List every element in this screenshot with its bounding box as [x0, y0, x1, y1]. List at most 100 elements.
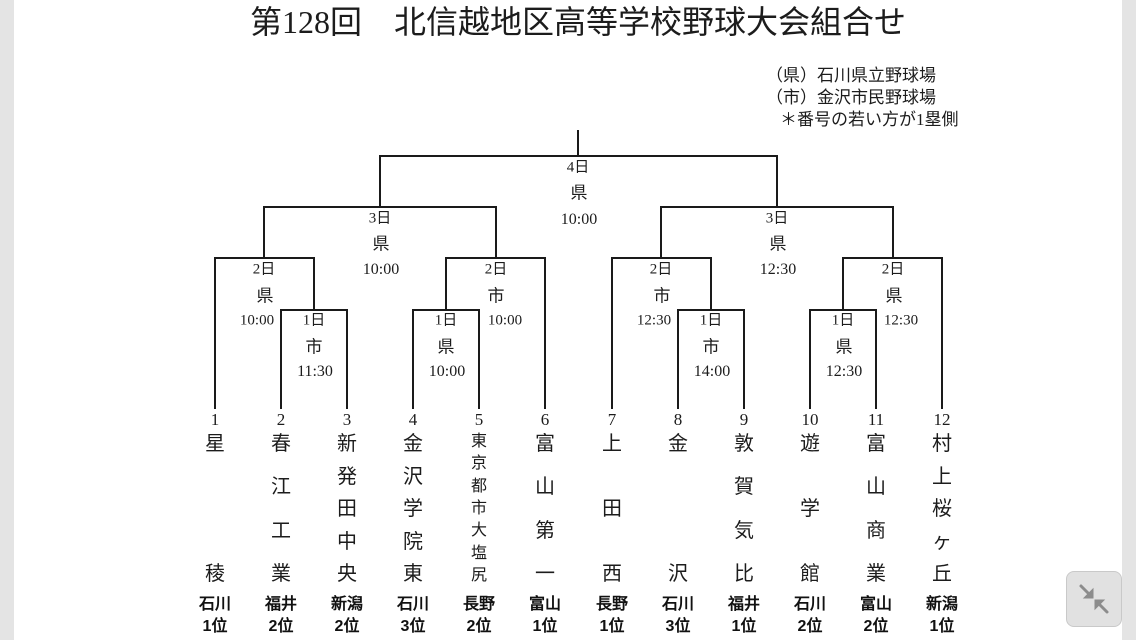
qf-1-venue: 県	[256, 286, 274, 306]
team-name-char: 大	[470, 522, 487, 540]
qf-1-time: 10:00	[239, 312, 275, 329]
team-name-char: 遊	[800, 433, 820, 455]
semi-right-time: 12:30	[759, 261, 797, 278]
team-name-char: 東	[403, 563, 423, 585]
bracket-line-qf-1	[214, 257, 315, 409]
team-name-char: 上	[932, 465, 952, 488]
team-column: 11 富山商業 富山 2位	[846, 0, 906, 640]
team-name: 上田西	[582, 434, 642, 584]
team-name-char: ヶ	[932, 530, 952, 553]
team-prefecture: 富山	[528, 596, 561, 613]
team-rank: 2位	[466, 618, 492, 635]
semi-right-day: 3日	[765, 210, 789, 227]
collapse-icon	[1079, 584, 1109, 614]
team-name-char: 山	[866, 476, 886, 499]
semi-left-venue: 県	[372, 234, 390, 254]
team-number: 5	[474, 410, 484, 429]
qf-3-venue: 市	[653, 286, 671, 306]
team-name: 敦賀気比	[714, 434, 774, 584]
bracket-line-semi-left	[263, 206, 497, 259]
team-prefecture: 富山	[859, 596, 892, 613]
team-rank: 3位	[665, 618, 691, 635]
team-name-char: 東	[470, 433, 487, 450]
bracket-line-semi-right	[660, 206, 894, 259]
team-name-char: 尻	[470, 566, 487, 584]
team-prefecture: 石川	[396, 596, 429, 613]
team-name-char: 塩	[470, 544, 487, 562]
team-number: 10	[801, 410, 819, 429]
r1-3-day: 1日	[699, 312, 723, 329]
final-time: 10:00	[560, 211, 598, 228]
team-name-char: 金	[403, 433, 423, 455]
team-name: 金沢	[648, 434, 708, 584]
team-rank: 3位	[400, 618, 426, 635]
document-page	[14, 0, 1122, 640]
team-rank: 1位	[532, 618, 558, 635]
team-prefecture: 石川	[661, 596, 694, 613]
bracket-line-r1-1	[280, 309, 348, 409]
team-rank: 1位	[599, 618, 625, 635]
team-rank: 2位	[863, 618, 889, 635]
team-number: 9	[739, 410, 749, 429]
team-rank: 2位	[334, 618, 360, 635]
team-name-char: 沢	[668, 563, 688, 585]
team-prefecture: 福井	[264, 596, 297, 613]
team-name: 新発田中央	[317, 434, 377, 584]
team-name-char: 丘	[932, 563, 952, 585]
team-name-char: 比	[734, 562, 754, 585]
team-name-char: 新	[337, 433, 357, 455]
exit-fullscreen-button[interactable]	[1066, 571, 1122, 627]
team-column: 2 春江工業 福井 2位	[251, 0, 311, 640]
team-name-char: 金	[668, 433, 688, 455]
semi-left-day: 3日	[368, 210, 392, 227]
team-column: 6 富山第一 富山 1位	[515, 0, 575, 640]
team-prefecture: 石川	[793, 596, 826, 613]
team-name-char: 館	[800, 563, 820, 585]
team-name-char: 山	[535, 476, 555, 499]
team-number: 2	[276, 410, 286, 429]
r1-1-time: 11:30	[297, 363, 333, 380]
team-column: 10 遊学館 石川 2位	[780, 0, 840, 640]
r1-1-day: 1日	[302, 312, 326, 329]
legend-city-stadium: （市）金沢市民野球場	[766, 88, 936, 107]
r1-1-venue: 市	[305, 337, 323, 357]
team-number: 1	[210, 410, 220, 429]
team-name-char: 都	[470, 477, 487, 495]
team-name-char: 稜	[205, 563, 225, 585]
team-name-char: 桜	[932, 498, 952, 520]
bracket-line-r1-4	[809, 309, 877, 409]
team-prefecture: 福井	[727, 596, 760, 613]
r1-4-time: 12:30	[825, 363, 863, 380]
team-name-char: 富	[866, 433, 886, 455]
qf-3-time: 12:30	[636, 312, 672, 329]
team-name: 東京都市大塩尻	[449, 434, 509, 584]
team-number: 8	[673, 410, 683, 429]
semi-right-venue: 県	[769, 234, 787, 254]
team-name: 富山第一	[515, 434, 575, 584]
team-name-char: 村	[932, 433, 952, 455]
page-title: 第128回 北信越地区高等学校野球大会組合せ	[249, 4, 907, 40]
viewer-margin-left	[0, 0, 14, 640]
r1-2-time: 10:00	[428, 363, 466, 380]
team-name-char: 敦	[734, 433, 754, 455]
team-rank: 2位	[797, 618, 823, 635]
team-column: 1 星稜 石川 1位	[185, 0, 245, 640]
team-name-char: 上	[602, 433, 622, 455]
team-number: 3	[342, 410, 352, 429]
viewer-margin-right	[1122, 0, 1136, 640]
team-name-char: 田	[337, 498, 357, 520]
r1-3-venue: 市	[702, 337, 720, 357]
team-name: 村上桜ヶ丘	[912, 434, 972, 584]
team-number: 6	[540, 410, 550, 429]
legend-note: ＊番号の若い方が1塁側	[780, 110, 959, 129]
team-name-char: 工	[271, 519, 291, 542]
team-name-char: 江	[271, 476, 291, 499]
team-column: 3 新発田中央 新潟 2位	[317, 0, 377, 640]
bracket-line-final	[379, 130, 778, 208]
team-name-char: 沢	[403, 465, 423, 488]
team-rank: 1位	[929, 618, 955, 635]
legend-prefectural-stadium: （県）石川県立野球場	[766, 66, 936, 85]
team-prefecture: 新潟	[330, 596, 363, 613]
